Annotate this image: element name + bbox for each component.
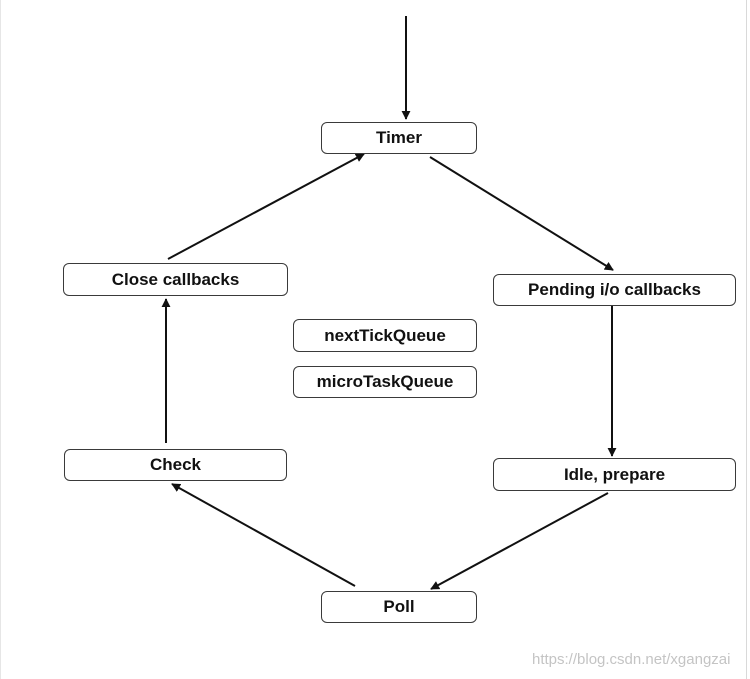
poll-node: Poll bbox=[321, 591, 477, 623]
check-node: Check bbox=[64, 449, 287, 481]
arrow-timer-to-pending bbox=[429, 156, 614, 271]
idle-prepare-node: Idle, prepare bbox=[493, 458, 736, 491]
arrow-poll-to-check bbox=[171, 483, 356, 587]
watermark-text: https://blog.csdn.net/xgangzai bbox=[532, 651, 731, 668]
timer-node: Timer bbox=[321, 122, 477, 154]
right-border-line bbox=[746, 0, 747, 679]
next-tick-queue-node: nextTickQueue bbox=[293, 319, 477, 352]
arrow-close-to-timer bbox=[167, 153, 365, 260]
close-callbacks-node: Close callbacks bbox=[63, 263, 288, 296]
micro-task-queue-node: microTaskQueue bbox=[293, 366, 477, 398]
pending-io-callbacks-node: Pending i/o callbacks bbox=[493, 274, 736, 306]
arrow-idle-to-poll bbox=[430, 492, 609, 590]
left-border-line bbox=[0, 0, 1, 679]
